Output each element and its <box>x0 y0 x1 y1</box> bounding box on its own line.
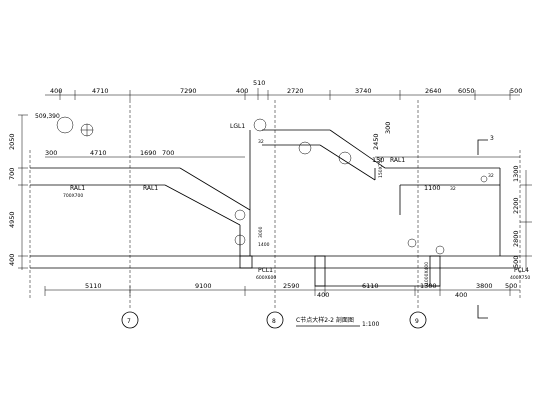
left-dim-0: 2050 <box>8 133 16 150</box>
bottom-dim-6: 400 <box>455 291 467 299</box>
left-dimension-line <box>18 114 28 270</box>
row2-dim-6: 300 <box>384 122 392 134</box>
label-sub-1000: 1000X400 <box>424 262 430 285</box>
top-dim-8: 6050 <box>458 87 475 95</box>
bottom-dim-8: 500 <box>505 282 517 290</box>
label-ral1-right: RAL1 <box>390 157 405 164</box>
bottom-dim-5: 1300 <box>420 282 437 290</box>
row2-dim-1: 4710 <box>90 149 107 157</box>
svg-text:9: 9 <box>415 318 419 325</box>
top-dim-5: 2720 <box>287 87 304 95</box>
axis-bubble-9: 9 <box>409 311 427 329</box>
top-dim-2: 7290 <box>180 87 197 95</box>
label-lgl1: LGL1 <box>230 123 245 130</box>
row2-dim-5: 2450 <box>372 133 380 150</box>
anchor-circles <box>56 116 488 255</box>
bottom-dim-3: 2590 <box>283 282 300 290</box>
label-pcl4-size: 400X750 <box>510 275 530 281</box>
label-pcl4: PCL4 <box>514 267 529 274</box>
rebar-label-0: 32 <box>258 139 264 145</box>
bottom-dim-0: 5110 <box>85 282 102 290</box>
svg-text:7: 7 <box>127 318 131 325</box>
top-dim-7: 2640 <box>425 87 442 95</box>
bottom-dimension-line <box>44 286 520 296</box>
axis-bubble-7: 7 <box>121 311 139 329</box>
label-ral1-left-size: 700X700 <box>63 193 83 199</box>
row2-dim-2: 1690 <box>140 149 157 157</box>
top-dim-1: 4710 <box>92 87 109 95</box>
left-dim-1: 700 <box>8 168 16 180</box>
row2-dim-3: 700 <box>162 149 174 157</box>
top-dim-9: 500 <box>510 87 522 95</box>
right-dim-1: 2200 <box>512 197 520 214</box>
label-ral1-mid: RAL1 <box>143 185 158 192</box>
top-dim-4: 510 <box>253 79 265 87</box>
row2-dim-0: 300 <box>45 149 57 157</box>
bottom-dim-4: 6110 <box>362 282 379 290</box>
bottom-dim-2: 400 <box>317 291 329 299</box>
left-dim-2: 4950 <box>8 211 16 228</box>
rebar-label-2: 32 <box>488 173 494 179</box>
top-dim-3: 400 <box>236 87 248 95</box>
top-dim-6: 3740 <box>355 87 372 95</box>
axis-gridlines <box>129 100 419 310</box>
right-dimension-line <box>520 170 532 270</box>
section-mark-number: 3 <box>490 135 494 142</box>
label-ral1-left: RAL1 <box>70 185 85 192</box>
label-top-size: 509,390 <box>35 113 60 120</box>
bottom-dim-7: 3800 <box>476 282 493 290</box>
section-mark <box>477 139 488 319</box>
row2-dim-4: 150 <box>372 156 384 164</box>
left-dim-3: 400 <box>8 254 16 266</box>
right-dim-3: 500 <box>512 256 520 268</box>
rebar-label-1: 32 <box>450 186 456 192</box>
axis-bubble-8: 8 <box>266 311 284 329</box>
label-pcl1: PCL1 <box>258 267 273 274</box>
right-dim-0: 1300 <box>512 165 520 182</box>
drawing-title: C节点大样2-2 剖面图 <box>296 316 354 324</box>
row2-dim-7: 1100 <box>424 184 441 192</box>
label-sub-1400: 1400 <box>258 242 270 248</box>
label-sub-3000: 3000 <box>258 226 264 238</box>
top-dim-0: 400 <box>50 87 62 95</box>
label-vert-size: 150X750 <box>378 158 384 178</box>
drawing-scale: 1:100 <box>362 321 379 328</box>
bottom-dim-1: 9100 <box>195 282 212 290</box>
right-dim-2: 2800 <box>512 230 520 247</box>
svg-text:8: 8 <box>272 318 276 325</box>
top-dimension-line <box>45 88 520 100</box>
label-pcl1-size: 600X600 <box>256 275 276 281</box>
